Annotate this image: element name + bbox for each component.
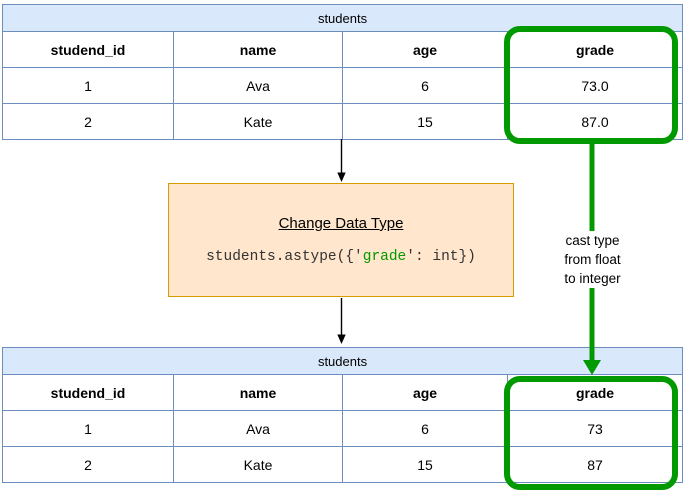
cast-label-line: cast type [565, 233, 620, 248]
column-header-age: age [342, 374, 508, 411]
table-row: 2 Kate 15 87.0 [2, 103, 684, 140]
students-table-before: students studend_id name age grade 1 Ava… [1, 4, 684, 140]
cell-name: Kate [173, 446, 343, 483]
cell-age: 6 [342, 410, 508, 447]
cell-grade: 87.0 [506, 103, 684, 140]
change-data-type-box: Change Data Type students.astype({'grade… [168, 183, 514, 297]
down-arrow-top [337, 139, 346, 182]
cell-name: Ava [173, 410, 343, 447]
cell-grade: 73.0 [506, 67, 684, 104]
table-row: 2 Kate 15 87 [2, 446, 684, 483]
students-table-after: students studend_id name age grade 1 Ava… [1, 347, 684, 483]
cell-grade: 73 [506, 410, 684, 447]
box-title: Change Data Type [278, 215, 404, 232]
column-header-name: name [173, 31, 343, 68]
cell-studend-id: 1 [2, 67, 174, 104]
cast-label-line: from float [564, 252, 621, 267]
cast-type-label: cast type from float to integer [548, 231, 637, 288]
cell-age: 6 [342, 67, 508, 104]
table-title: students [1, 4, 684, 32]
column-header-grade: grade [506, 374, 684, 411]
column-header-name: name [173, 374, 343, 411]
column-header-age: age [342, 31, 508, 68]
cast-label-line: to integer [564, 271, 621, 286]
cell-grade: 87 [506, 446, 684, 483]
table-row: 1 Ava 6 73.0 [2, 67, 684, 104]
cell-name: Kate [173, 103, 343, 140]
column-header-studend-id: studend_id [2, 374, 174, 411]
cell-age: 15 [342, 446, 508, 483]
down-arrow-bottom [337, 298, 346, 344]
cell-name: Ava [173, 67, 343, 104]
column-header-studend-id: studend_id [2, 31, 174, 68]
cell-age: 15 [342, 103, 508, 140]
cell-studend-id: 2 [2, 103, 174, 140]
code-prefix: students.astype({' [206, 249, 363, 265]
table-title: students [1, 347, 684, 375]
column-header-grade: grade [506, 31, 684, 68]
table-row: 1 Ava 6 73 [2, 410, 684, 447]
astype-code: students.astype({'grade': int}) [206, 249, 476, 265]
cell-studend-id: 2 [2, 446, 174, 483]
code-grade-keyword: grade [362, 249, 407, 265]
code-suffix: ': int}) [406, 249, 476, 265]
cell-studend-id: 1 [2, 410, 174, 447]
